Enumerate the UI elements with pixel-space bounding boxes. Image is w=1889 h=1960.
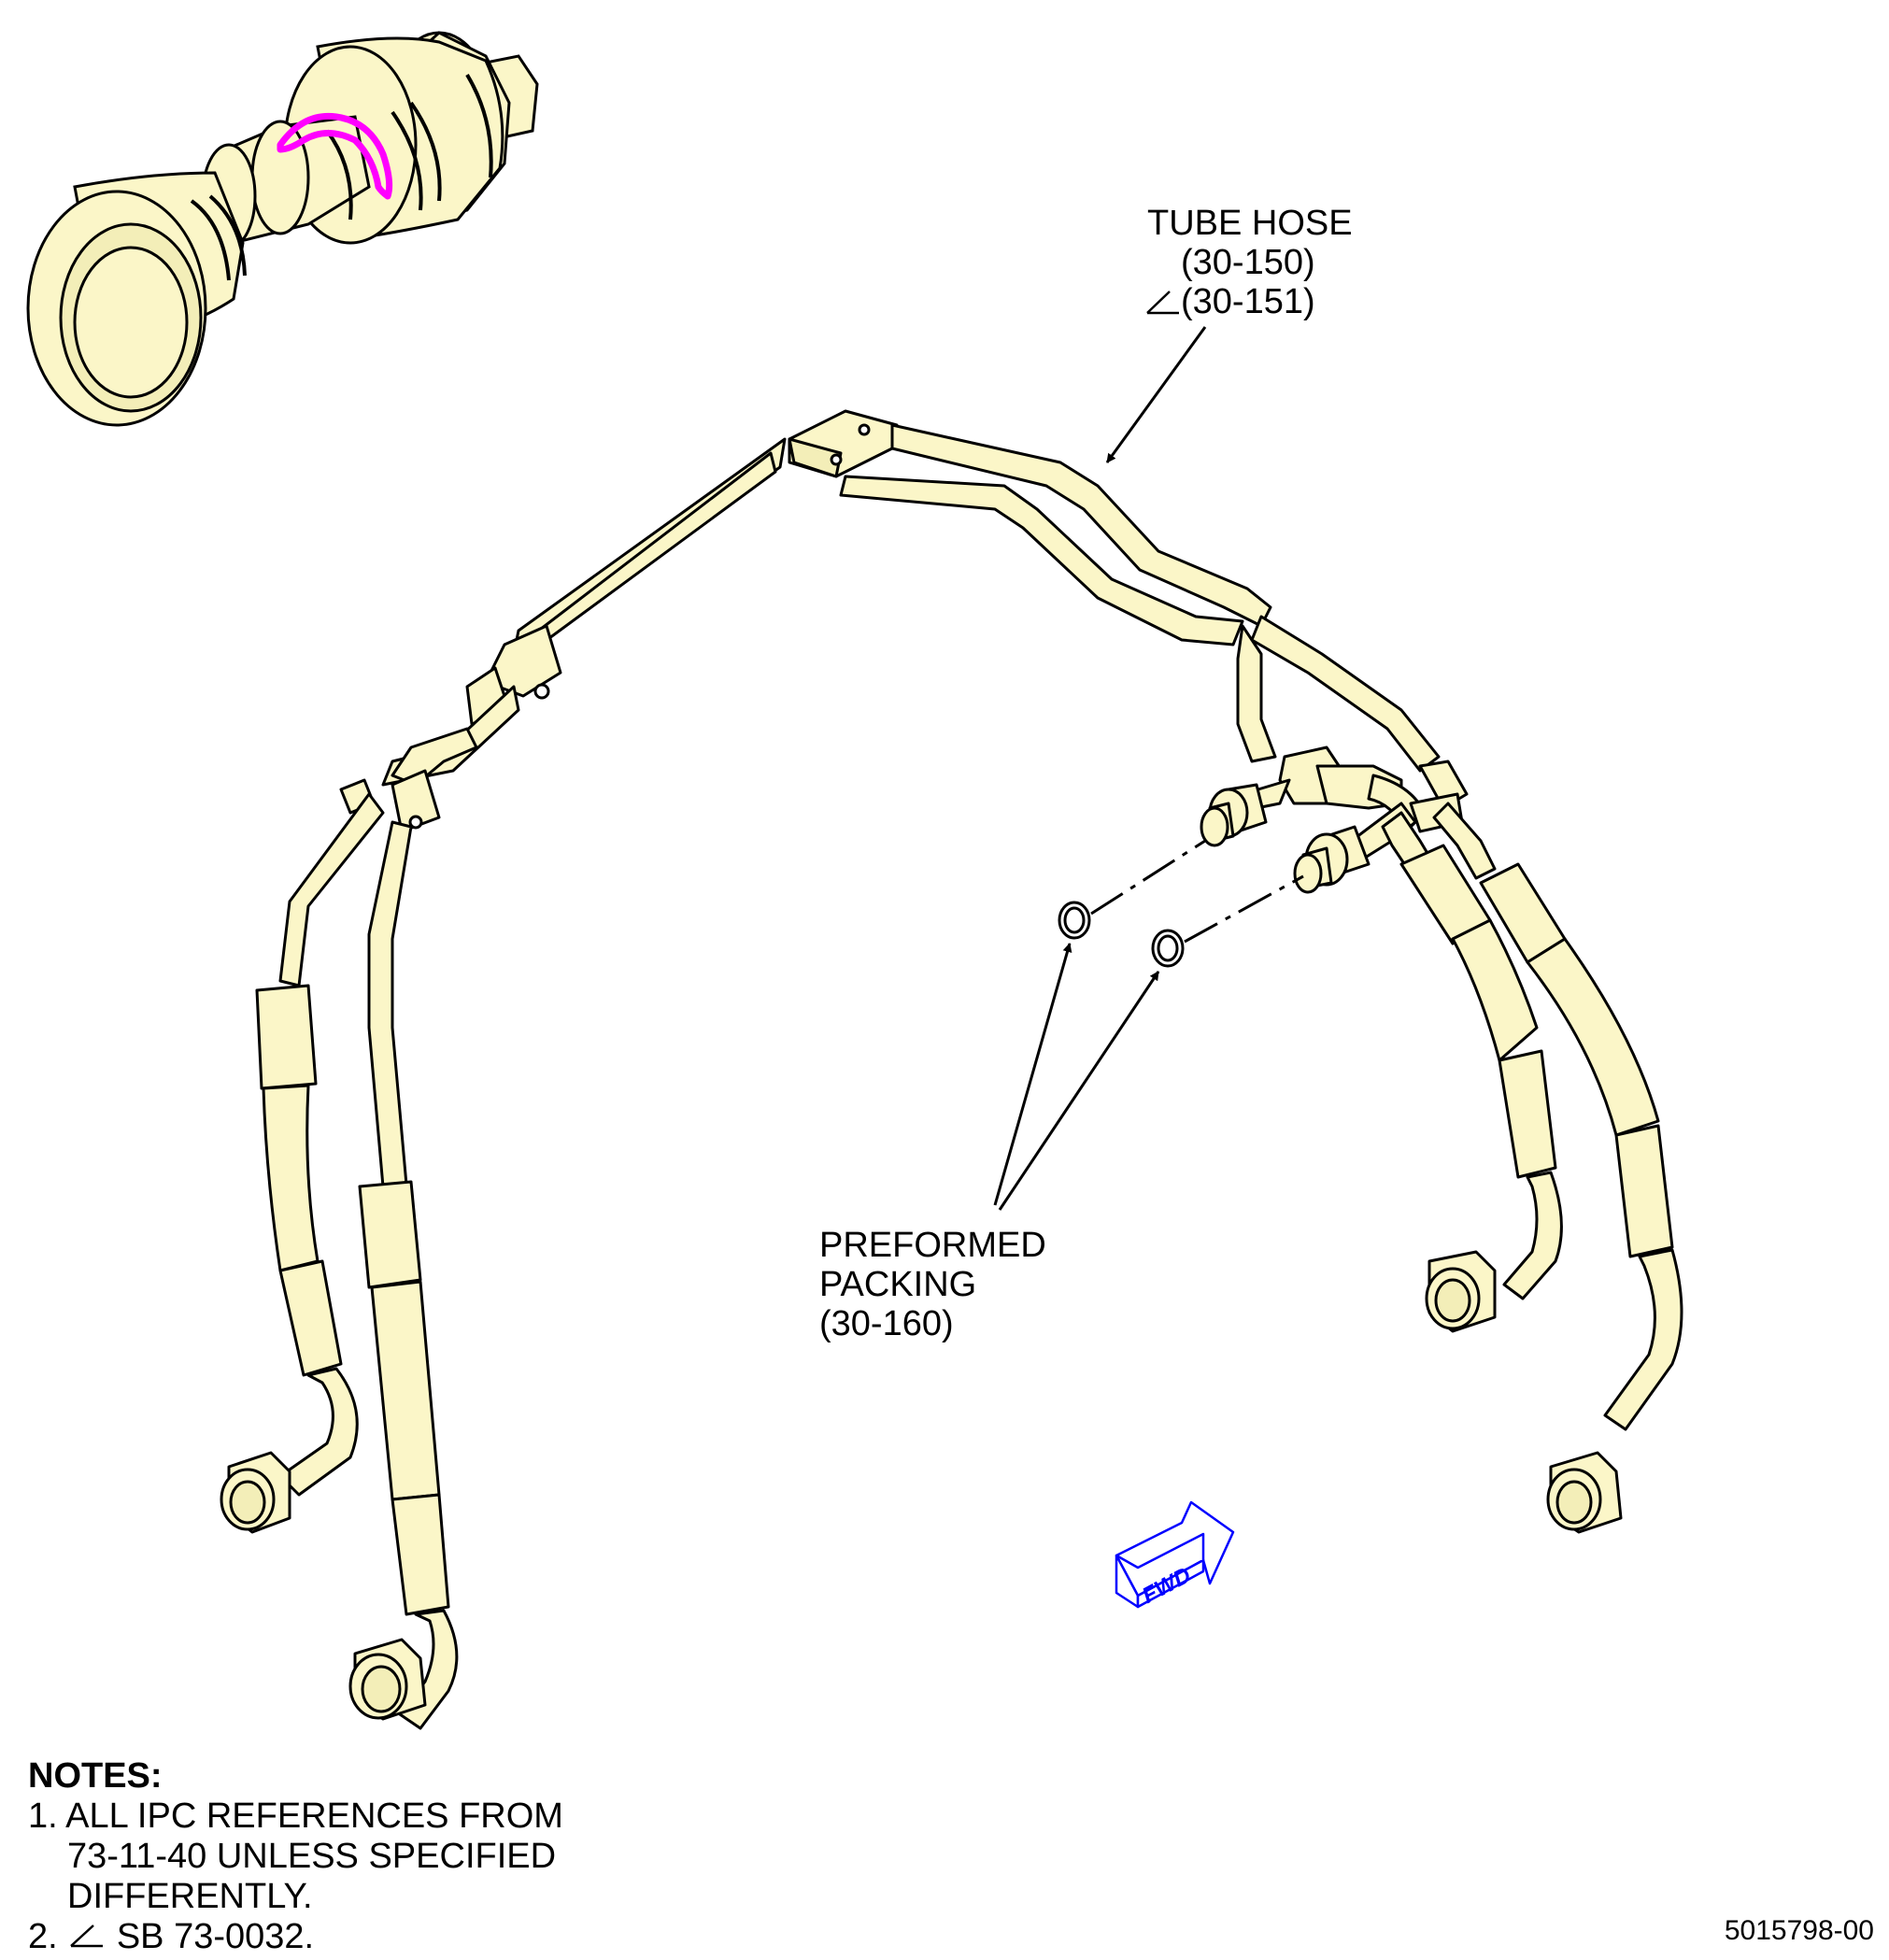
tube-hose-callout: TUBE HOSE (30-150) (30-151) xyxy=(1147,204,1353,321)
alignment-lines xyxy=(1090,839,1304,944)
note-2-text: SB 73-0032. xyxy=(116,1917,315,1956)
tube-hose-assembly xyxy=(220,409,1683,1730)
packing-ring-1 xyxy=(1058,901,1091,940)
packing-title-1: PREFORMED xyxy=(819,1226,1046,1265)
figure-number: 5015798-00 xyxy=(1724,1915,1874,1946)
notes-heading: NOTES: xyxy=(28,1756,163,1796)
packing-ring-2 xyxy=(1151,929,1185,968)
tube-hose-title: TUBE HOSE xyxy=(1147,204,1353,243)
engine-locator-view xyxy=(26,31,539,427)
location-highlight-ring xyxy=(277,112,393,200)
tube-hose-part-2: (30-151) xyxy=(1181,282,1315,321)
packing-part: (30-160) xyxy=(819,1304,954,1343)
effectivity-triangle-icon xyxy=(70,1924,104,1948)
note-2-prefix: 2. xyxy=(28,1917,58,1956)
packing-leader-2 xyxy=(998,971,1160,1211)
note-1-line-3: DIFFERENTLY. xyxy=(67,1877,313,1916)
notes-block: NOTES: 1. ALL IPC REFERENCES FROM 73-11-… xyxy=(28,1756,563,1957)
packing-title-2: PACKING xyxy=(819,1265,977,1304)
callout-leaders xyxy=(993,326,1207,1211)
note-2: 2. SB 73-0032. xyxy=(28,1917,563,1957)
tube-hose-leader xyxy=(1105,326,1207,463)
preformed-packing-rings xyxy=(1058,901,1185,968)
note-1-line-2: 73-11-40 UNLESS SPECIFIED xyxy=(67,1837,557,1876)
note-1-line-1: 1. ALL IPC REFERENCES FROM xyxy=(28,1797,563,1836)
effectivity-triangle-icon xyxy=(1146,291,1179,315)
fwd-arrow-icon: FWD xyxy=(1115,1500,1235,1609)
packing-leader-1 xyxy=(993,943,1072,1206)
tube-hose-part-1: (30-150) xyxy=(1181,243,1315,282)
preformed-packing-callout: PREFORMED PACKING (30-160) xyxy=(819,1226,1046,1343)
